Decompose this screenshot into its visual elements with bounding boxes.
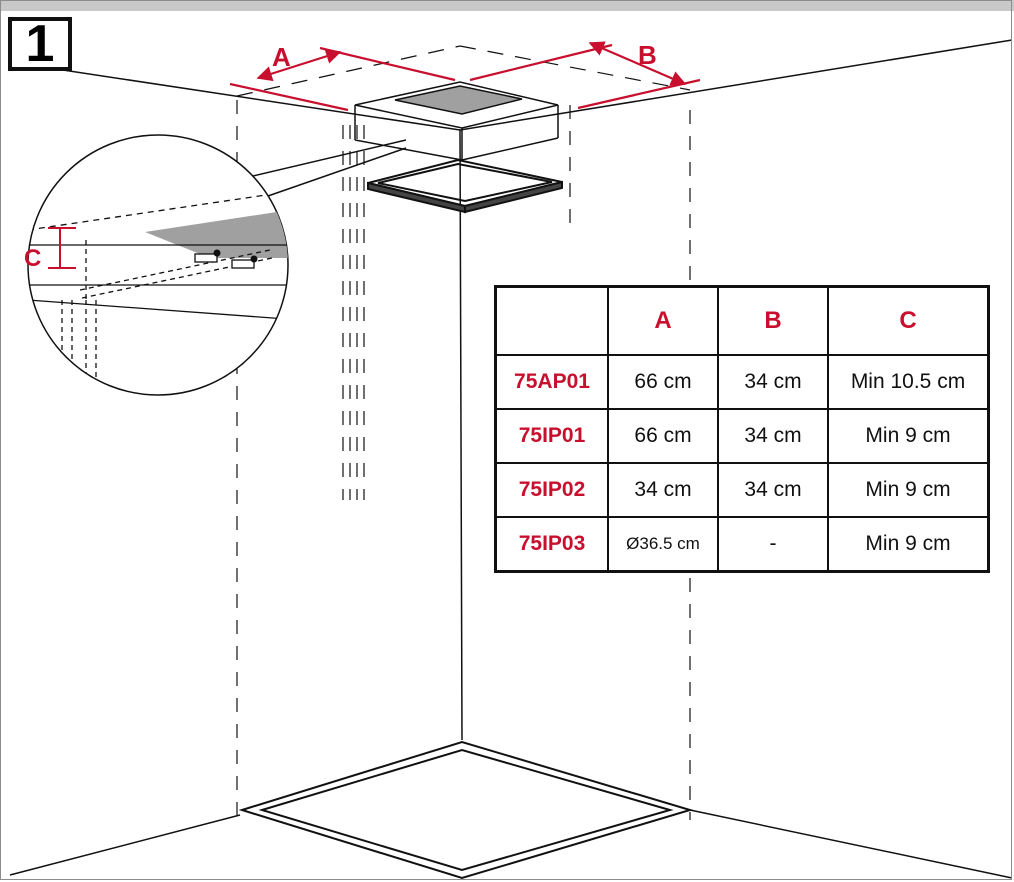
value-a-cell: Ø36.5 cm — [607, 516, 719, 573]
table-row: 75AP01 66 cm 34 cm Min 10.5 cm — [494, 354, 990, 410]
dimensions-table: A B C 75AP01 66 cm 34 cm Min 10.5 cm 75I… — [494, 285, 990, 573]
value-c-cell: Min 9 cm — [827, 516, 990, 573]
floor-tray — [238, 740, 694, 880]
model-cell: 75IP01 — [494, 408, 609, 464]
table-row: 75IP03 Ø36.5 cm - Min 9 cm — [494, 516, 990, 573]
model-cell: 75IP02 — [494, 462, 609, 518]
magnifier-callout: C — [24, 134, 407, 396]
table-row: 75IP02 34 cm 34 cm Min 9 cm — [494, 462, 990, 518]
table-header-row: A B C — [494, 285, 990, 356]
room-walls — [9, 39, 1013, 879]
value-a-cell: 66 cm — [607, 354, 719, 410]
model-cell: 75IP03 — [494, 516, 609, 573]
value-b-cell: 34 cm — [717, 408, 829, 464]
header-empty — [494, 285, 609, 356]
value-c-cell: Min 9 cm — [827, 462, 990, 518]
header-a: A — [607, 285, 719, 356]
model-cell: 75AP01 — [494, 354, 609, 410]
top-bar — [0, 0, 1014, 11]
value-a-cell: 34 cm — [607, 462, 719, 518]
header-b: B — [717, 285, 829, 356]
value-b-cell: 34 cm — [717, 462, 829, 518]
table-row: 75IP01 66 cm 34 cm Min 9 cm — [494, 408, 990, 464]
dimension-a-label: A — [272, 42, 291, 72]
value-b-cell: 34 cm — [717, 354, 829, 410]
value-c-cell: Min 10.5 cm — [827, 354, 990, 410]
ceiling-footprint — [236, 45, 691, 97]
dimension-c-label: C — [24, 245, 41, 272]
dimension-arrows — [229, 41, 701, 112]
dimension-b-label: B — [638, 40, 657, 70]
hood-frame — [367, 158, 563, 214]
projection-lines — [236, 100, 691, 820]
step-number-badge: 1 — [8, 17, 72, 71]
value-a-cell: 66 cm — [607, 408, 719, 464]
header-c: C — [827, 285, 990, 356]
ceiling-box — [354, 81, 559, 161]
value-b-cell: - — [717, 516, 829, 573]
value-c-cell: Min 9 cm — [827, 408, 990, 464]
